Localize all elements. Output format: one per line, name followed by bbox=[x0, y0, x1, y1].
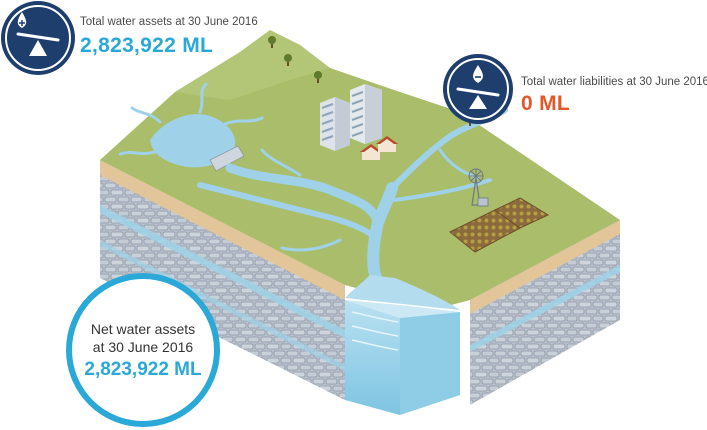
liabilities-value: 0 ML bbox=[521, 92, 571, 115]
right-aquifer-band bbox=[470, 265, 620, 352]
left-soil-band bbox=[100, 160, 345, 300]
assets-label: Total water assets at 30 June 2016 bbox=[80, 16, 258, 28]
river-small-1 bbox=[260, 148, 302, 177]
lake-stream-3 bbox=[223, 116, 264, 126]
scale-minus-drop-icon bbox=[456, 65, 500, 109]
waterfall-front bbox=[345, 300, 400, 415]
net-assets-circle: Net water assets at 30 June 2016 2,823,9… bbox=[66, 273, 220, 427]
houses bbox=[360, 136, 398, 160]
lake-stream-1 bbox=[130, 106, 162, 124]
left-cliff-face bbox=[100, 160, 345, 400]
windmill bbox=[468, 168, 489, 207]
river-fan bbox=[345, 275, 460, 310]
net-assets-line1: Net water assets bbox=[90, 320, 196, 337]
waterfall-side bbox=[400, 312, 460, 415]
right-soil-band bbox=[470, 220, 620, 314]
net-assets-line2: at 30 June 2016 bbox=[92, 338, 194, 355]
right-cliff-face bbox=[470, 220, 620, 405]
net-assets-value: 2,823,922 ML bbox=[84, 358, 202, 380]
waterfall-top bbox=[345, 300, 460, 318]
dam-wall bbox=[209, 145, 245, 172]
liabilities-badge bbox=[443, 54, 513, 124]
left-aquifer-band-2 bbox=[100, 240, 345, 371]
lake-stream-4 bbox=[118, 150, 157, 156]
waterfall-lines bbox=[351, 311, 399, 351]
river-right-branch bbox=[393, 178, 492, 202]
scale-plus-drop-icon bbox=[16, 12, 60, 56]
river-left-branch bbox=[197, 182, 381, 243]
assets-value: 2,823,922 ML bbox=[80, 34, 214, 57]
hill-shade bbox=[175, 30, 330, 100]
assets-badge bbox=[1, 1, 75, 75]
crop-fields bbox=[449, 197, 550, 253]
left-aquifer-band bbox=[100, 205, 345, 338]
lake-stream-2 bbox=[198, 82, 208, 114]
river-from-dam bbox=[225, 163, 383, 227]
river-small-3 bbox=[280, 238, 342, 252]
lake bbox=[150, 114, 236, 168]
office-buildings bbox=[320, 84, 382, 151]
liabilities-label: Total water liabilities at 30 June 2016 bbox=[521, 76, 707, 88]
